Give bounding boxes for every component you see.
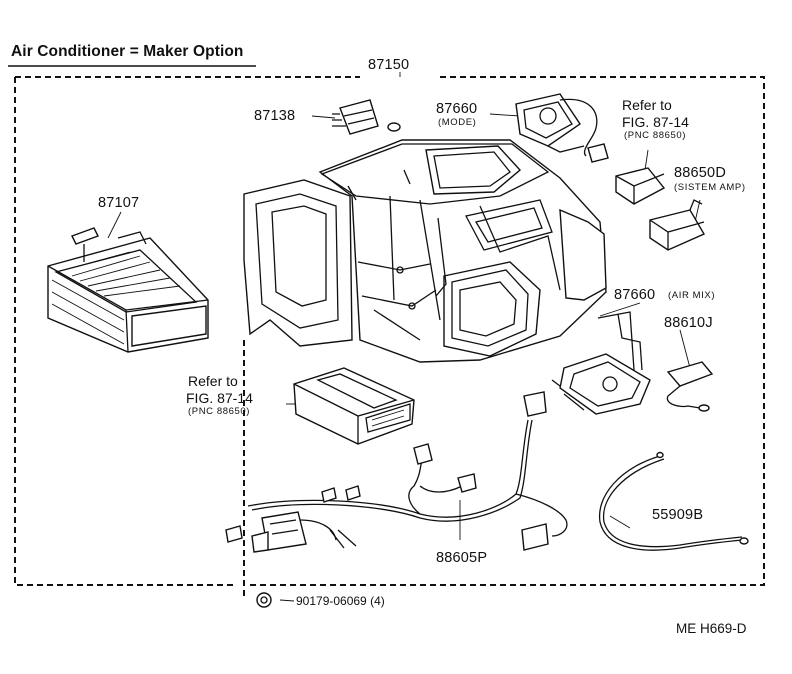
diagram-code: ME H669-D: [676, 621, 747, 636]
ref-top-line2: FIG. 87-14: [622, 114, 689, 130]
air-mix-servo-label: 87660: [614, 287, 656, 303]
ref-left-line1: Refer to: [188, 373, 238, 389]
sensor-label: 88610J: [664, 315, 713, 331]
mode-servo-label: 87660: [436, 101, 478, 117]
heater-unit-icon: [243, 139, 607, 363]
control-cable-icon: [598, 451, 749, 551]
ref-top-line3: (PNC 88650): [624, 130, 687, 141]
mode-servo-icon: [515, 93, 609, 163]
air-mix-note: (AIR MIX): [668, 290, 716, 301]
switch-label: 87138: [254, 108, 296, 124]
amplifier-label: 88650D: [674, 165, 726, 181]
switch-icon: [332, 99, 401, 135]
clip-icon: [256, 592, 272, 608]
amplifier-icon: [615, 167, 705, 251]
amplifier-note: (SISTEM AMP): [674, 182, 746, 193]
sensor-icon: [666, 361, 714, 412]
ref-left-line2: FIG. 87-14: [186, 390, 253, 406]
ref-top-line1: Refer to: [622, 97, 672, 113]
heater-core-icon: [47, 227, 209, 353]
control-cable-label: 55909B: [652, 507, 704, 523]
assembly-boundary: [14, 76, 765, 600]
ref-left-line3: (PNC 88650): [188, 406, 251, 417]
assembly-label: 87150: [368, 57, 410, 73]
computer-module-icon: [293, 367, 415, 445]
heater-core-label: 87107: [98, 195, 140, 211]
wire-harness-label: 88605P: [436, 550, 488, 566]
wire-harness-icon: [225, 391, 568, 553]
mode-servo-note: (MODE): [438, 117, 477, 128]
air-mix-servo-icon: [551, 311, 651, 415]
page-title: Air Conditioner = Maker Option: [11, 43, 244, 60]
clip-label: 90179-06069 (4): [296, 594, 385, 608]
